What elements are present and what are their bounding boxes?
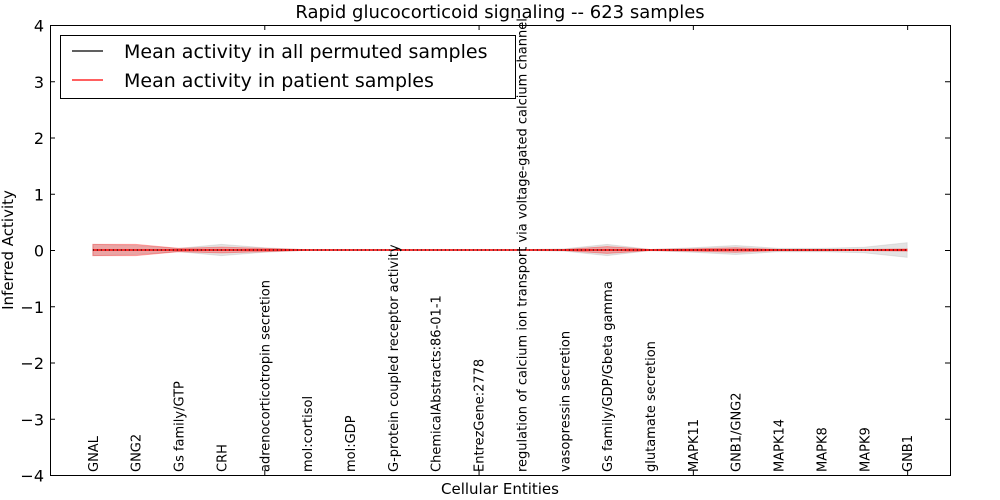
category-label: glutamate secretion — [644, 341, 659, 472]
chart-title: Rapid glucocorticoid signaling -- 623 sa… — [295, 2, 704, 23]
y-tick-label: −4 — [20, 467, 44, 486]
plot-frame — [50, 25, 951, 476]
y-tick-label: −2 — [20, 354, 44, 373]
category-label: MAPK14 — [773, 419, 788, 472]
legend-label-patient: Mean activity in patient samples — [124, 70, 434, 92]
y-tick-label: −1 — [20, 298, 44, 317]
category-label: Gs family/GTP — [173, 381, 188, 472]
y-tick-label: 1 — [34, 185, 44, 204]
y-tick-label: 4 — [34, 17, 44, 36]
category-label: adrenocorticotropin secretion — [258, 280, 273, 472]
category-label: GNB1/GNG2 — [730, 392, 745, 472]
category-label: GNG2 — [130, 434, 145, 472]
category-label: GNB1 — [901, 435, 916, 472]
category-label: EntrezGene:2778 — [473, 359, 488, 472]
y-tick-label: −3 — [20, 410, 44, 429]
legend-label-permuted: Mean activity in all permuted samples — [124, 41, 487, 63]
y-tick-label: 3 — [34, 73, 44, 92]
category-label: CRH — [215, 444, 230, 472]
y-axis-label: Inferred Activity — [0, 190, 17, 310]
category-label: G-protein coupled receptor activity — [387, 244, 402, 472]
category-label: GNAL — [87, 435, 102, 472]
y-tick-label: 0 — [34, 242, 44, 261]
legend-box — [60, 35, 516, 99]
category-label: mol:GDP — [344, 415, 359, 472]
category-label: mol:cortisol — [301, 396, 316, 472]
x-axis-label: Cellular Entities — [441, 480, 559, 498]
category-label: MAPK11 — [687, 419, 702, 472]
category-label: vasopressin secretion — [558, 331, 573, 472]
category-label: Gs family/GDP/Gbeta gamma — [601, 281, 616, 472]
category-label: MAPK8 — [815, 427, 830, 472]
category-label: regulation of calcium ion transport via … — [515, 18, 530, 472]
y-tick-label: 2 — [34, 129, 44, 148]
category-label: ChemicalAbstracts:86-01-1 — [430, 295, 445, 472]
legend: Mean activity in all permuted samples Me… — [60, 35, 516, 99]
category-label: MAPK9 — [858, 427, 873, 472]
